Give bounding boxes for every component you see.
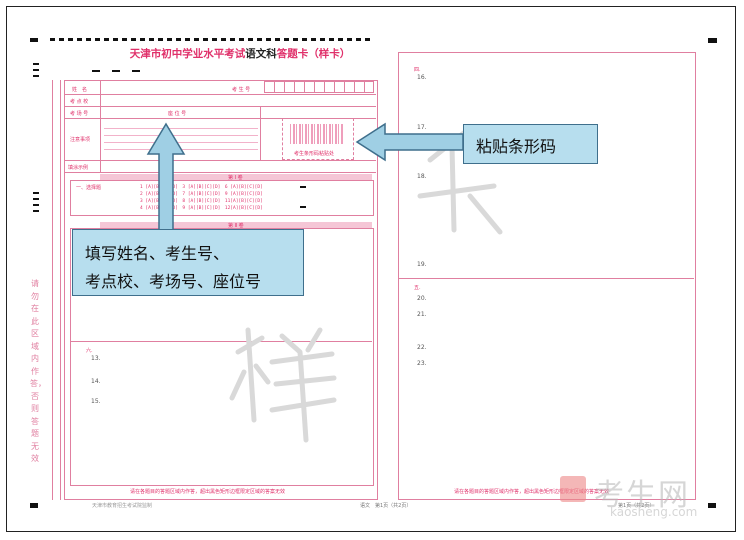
section2-bar (100, 222, 372, 228)
mark-left-4 (33, 192, 39, 194)
footer-right-small: 第1页（共2页） (618, 503, 655, 509)
mark-left-7 (33, 210, 39, 212)
name-label: 姓 名 (72, 87, 88, 93)
q22: 22. (417, 344, 427, 351)
callout-fill-line1: 填写姓名、考生号、 (85, 244, 230, 263)
top-dash-line (50, 38, 370, 41)
right-page (398, 52, 696, 500)
callout-fill-line2: 考点校、考场号、座位号 (85, 272, 262, 291)
mark-top-a (92, 70, 100, 72)
notice-label: 注意事项 (70, 137, 91, 143)
mark-left-6 (33, 204, 39, 206)
section-five-label: 五. (414, 285, 421, 291)
corner-mark-bl (30, 503, 38, 508)
image-frame (6, 6, 736, 532)
logo-cn: 考生网 (594, 478, 690, 513)
barcode-caption: 考生条形码粘贴处 (294, 151, 335, 157)
info-col-1 (100, 80, 101, 172)
corner-mark-tl (30, 38, 38, 42)
info-col-2 (260, 106, 261, 160)
q15: 15. (91, 398, 101, 405)
mark-left-3 (33, 75, 39, 77)
section2-title: 第 Ⅱ 卷 (228, 223, 244, 229)
callout-barcode: 粘贴条形码 (463, 124, 598, 164)
arrow-up (146, 122, 186, 231)
choice-label: 一、选择题 (76, 185, 102, 191)
q18: 18. (417, 173, 427, 180)
mark-left-2 (33, 69, 39, 71)
footer-left-warning: 请在各题目的答题区域内作答，超出黑色矩形边框限定区域的答案无效 (130, 489, 286, 495)
binding-line-2 (60, 80, 61, 500)
mark-left-5 (33, 198, 39, 200)
footer-mid-small: 语文 第1页（共2页） (360, 503, 412, 509)
choice-row-3: 3 [A][B][C][D] 8 [A][B][C][D] 11[A][B][C… (140, 199, 263, 204)
watermark-label: 样卡 (0, 0, 1, 1)
section-four-label: 四. (414, 67, 421, 73)
examno-boxes (264, 81, 374, 93)
callout-fill-info: 填写姓名、考生号、 考点校、考场号、座位号 (72, 229, 304, 296)
info-row-4 (64, 160, 376, 161)
logo-mark (560, 476, 586, 502)
footer-left-small: 天津市教育招生考试院监制 (92, 503, 153, 509)
exam-site-label: 考 点 校 (70, 99, 89, 105)
sheet-title: 天津市初中学业水平考试语文科答题卡（样卡） (129, 48, 351, 60)
footer-right-warning: 请在各题目的答题区域内作答，超出黑色矩形边框限定区域的答案无效 (454, 489, 610, 495)
choice-row-4: 4 [A][B][C][D] 9 [A][B][C][D] 12[A][B][C… (140, 206, 263, 211)
fill-example-label: 填涂示例 (68, 165, 89, 171)
section1-bar (100, 174, 372, 180)
choice-box (70, 180, 374, 216)
room-label: 考 场 号 (70, 111, 89, 117)
examno-label: 考 生 号 (232, 87, 251, 93)
corner-mark-tr (708, 38, 717, 43)
section-six-label: 六. (86, 348, 93, 354)
mark-left-1 (33, 63, 39, 65)
binding-line-1 (52, 80, 53, 500)
mark-top-b (112, 70, 120, 72)
q13: 13. (91, 355, 101, 362)
seat-label: 座 位 号 (168, 111, 187, 117)
choice-mark-1 (300, 186, 306, 188)
arrow-left (355, 122, 464, 162)
callout-barcode-text: 粘贴条形码 (476, 137, 557, 156)
right-divider (398, 278, 694, 279)
q16: 16. (417, 74, 427, 81)
q17: 17. (417, 124, 427, 131)
mark-top-c (132, 70, 140, 72)
logo-en: kaosheng.com (610, 505, 698, 519)
left-divider (70, 341, 372, 342)
site-logo: 考生网 kaosheng.com (560, 470, 730, 522)
q19: 19. (417, 261, 427, 268)
q20: 20. (417, 295, 427, 302)
barcode-stripes (290, 124, 344, 144)
choice-mark-2 (300, 206, 306, 208)
info-row-2 (64, 106, 376, 107)
barcode-area (282, 118, 354, 160)
info-row-5 (64, 172, 376, 173)
choice-row-1: 1 [A][B][C][D] 3 [A][B][C][D] 6 [A][B][C… (140, 185, 263, 190)
choice-row-2: 2 [A][B][C][D] 7 [A][B][C][D] 9 [A][B][C… (140, 192, 263, 197)
q21: 21. (417, 311, 427, 318)
info-row-1 (64, 94, 376, 95)
q23: 23. (417, 360, 427, 367)
corner-mark-br (708, 503, 716, 508)
left-page (64, 80, 378, 500)
answer-box-left (70, 228, 374, 486)
info-row-3 (64, 118, 376, 119)
side-note: 请勿在此区域内作答，否则答题无效 (30, 279, 46, 463)
q14: 14. (91, 378, 101, 385)
section1-title: 第 Ⅰ 卷 (228, 175, 243, 181)
